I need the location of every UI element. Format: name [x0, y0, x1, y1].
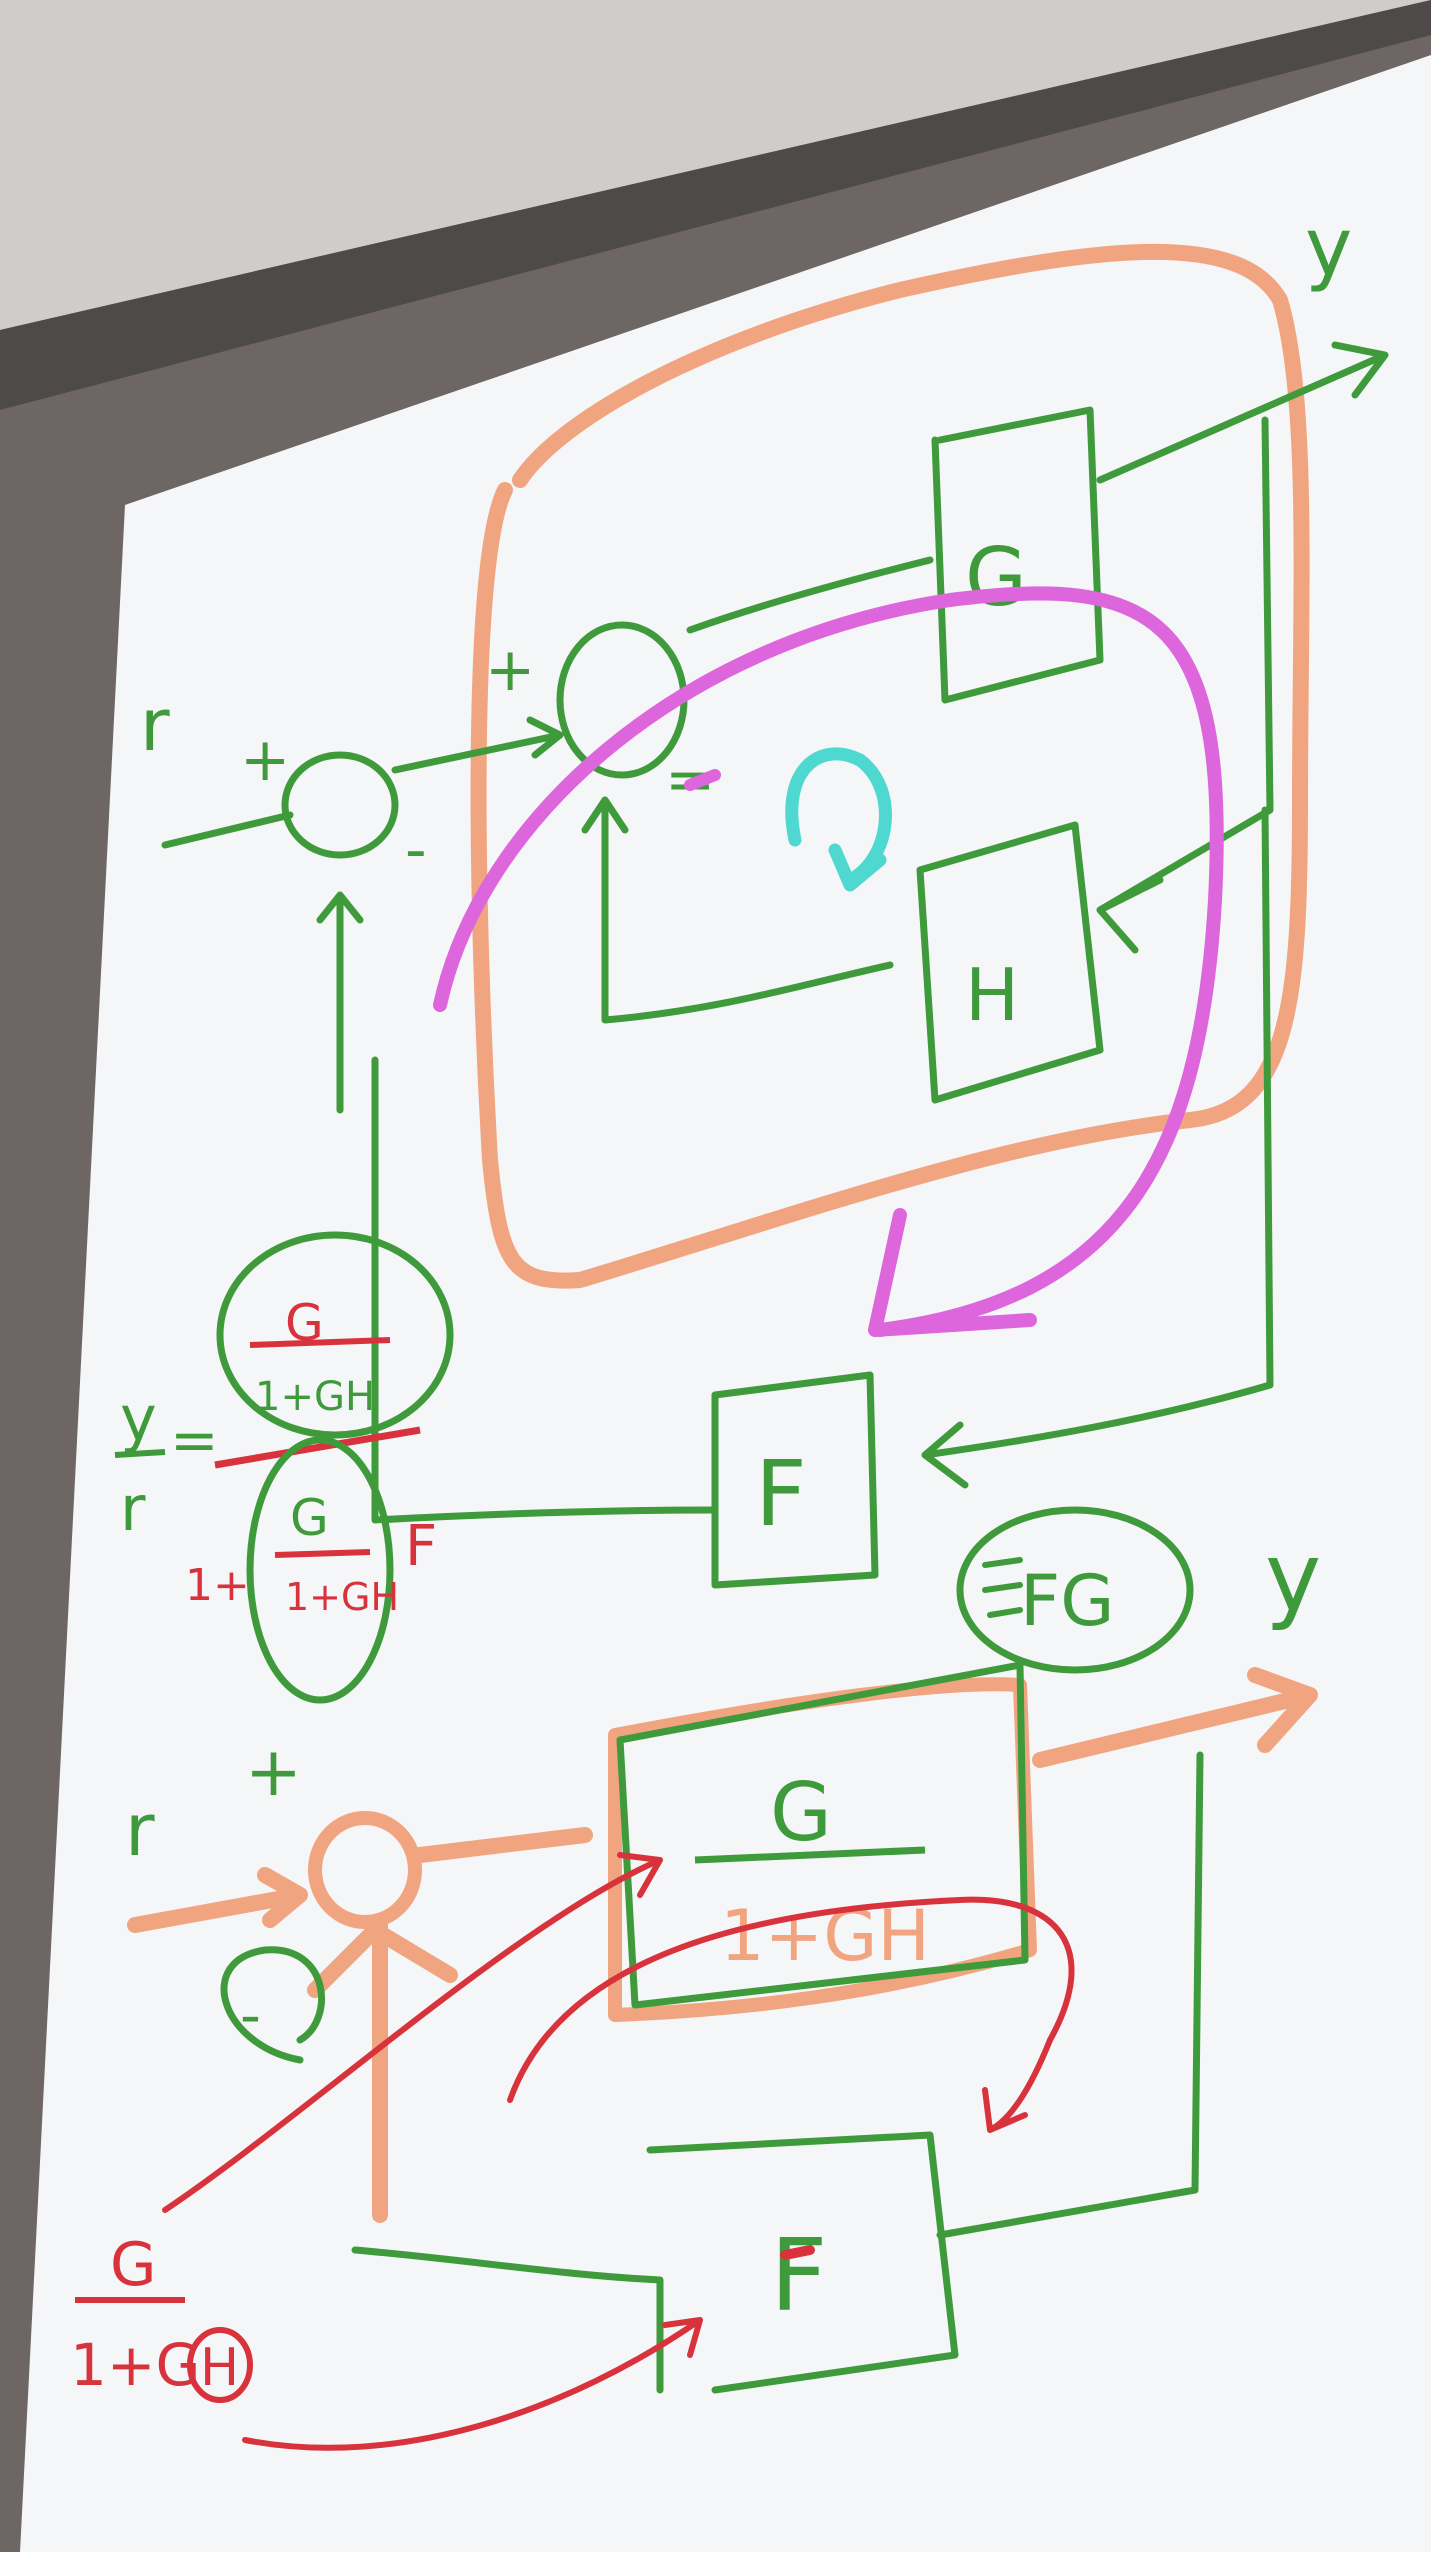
denominator-suffix-F: F: [405, 1514, 437, 1579]
numerator-ellipse: [216, 1231, 454, 1439]
bottom-block-F: [646, 2131, 959, 2394]
bottom-block-1GH: 1+GH: [720, 1895, 930, 1977]
bottom-input-arrow: [127, 1867, 308, 1933]
block-H: [916, 821, 1104, 1104]
top-diagram: r + - + = G y H F: [140, 201, 1389, 1589]
equation-lhs-bar: [114, 1449, 166, 1458]
plus-sign-2: +: [485, 635, 535, 705]
bottom-block-G: G: [770, 1766, 832, 1859]
moved-fraction-H-circle: [187, 2327, 253, 2403]
block-G: [931, 406, 1104, 704]
summing-junction-1: [281, 751, 399, 859]
bottom-F-input-line: [351, 2246, 664, 2394]
bottom-block-bar: [694, 1846, 926, 1864]
bottom-line-to-F: [936, 1751, 1204, 2239]
denominator-1GH: 1+GH: [285, 1575, 399, 1619]
denominator-G: G: [290, 1489, 329, 1547]
bottom-block-F-label: F: [770, 2217, 828, 2334]
screen-top-frame: [0, 0, 1431, 410]
equation-lhs-den: r: [120, 1472, 146, 1545]
red-arrow-to-block: [162, 1852, 663, 2213]
cyan-loop-arrow: [785, 747, 892, 892]
block-H-label: H: [965, 953, 1019, 1037]
numerator-inner-bar: [249, 1337, 391, 1348]
bottom-plus-sign: +: [245, 1733, 302, 1812]
denominator-prefix-1plus: 1+: [185, 1560, 250, 1611]
denominator-ellipse: [246, 1436, 394, 1704]
circled-FG-scribble: [982, 1557, 1023, 1618]
moved-fraction-G: G: [110, 2230, 157, 2300]
numerator-1GH: 1+GH: [255, 1374, 375, 1420]
orange-inner-loop-outline: [470, 243, 1310, 1289]
moved-fraction-H: H: [200, 2338, 239, 2398]
red-arrow-to-F: [242, 2317, 703, 2451]
minus-sign-1: -: [405, 815, 427, 885]
bottom-junction-to-block: [412, 1827, 593, 1863]
plus-sign-1: +: [240, 725, 290, 795]
equation-eq: =: [170, 1406, 219, 1474]
feedback-line-to-H: [1096, 416, 1274, 954]
feedback-line-to-F: [921, 806, 1274, 1489]
denominator-inner-bar: [274, 1549, 371, 1558]
bottom-circled-minus: [220, 1946, 325, 2064]
bottom-output-arrow: [1032, 1667, 1318, 1768]
line-to-G: [686, 556, 934, 634]
output-label-y: y: [1305, 201, 1352, 294]
bottom-output-label-y: y: [1265, 1523, 1321, 1633]
block-G-label: G: [965, 531, 1027, 624]
transfer-function-equation: y r = G 1+GH 1+ G 1+GH F FG: [114, 1231, 1194, 1704]
bottom-block: [616, 1661, 1029, 2009]
bottom-input-label-r: r: [125, 1788, 155, 1872]
moved-fraction-den: 1+G: [70, 2331, 200, 2399]
output-arrow: [1096, 341, 1389, 484]
bottom-orange-feedback: [307, 1917, 458, 2223]
feedback-F-to-junction-1: [316, 891, 719, 1524]
bottom-diagram: r + - G 1+GH y F G 1+G H: [70, 1523, 1321, 2451]
block-F-label: F: [755, 1442, 807, 1547]
equation-main-bar: [214, 1426, 421, 1469]
equation-lhs-num: y: [120, 1382, 157, 1455]
magenta-curve-arrow: [433, 586, 1224, 1337]
input-label-r: r: [140, 683, 170, 767]
bottom-summing-junction: [308, 1811, 422, 1929]
circled-FG-label: FG: [1020, 1560, 1115, 1642]
block-F: [711, 1371, 879, 1589]
bottom-minus-sign: -: [240, 1981, 261, 2049]
input-arrow: [161, 811, 294, 849]
feedback-H-to-junction-2: [581, 796, 894, 1024]
arrow-to-junction-2: [391, 716, 564, 774]
circled-FG: [956, 1506, 1194, 1674]
bottom-F-red-mark: [780, 2245, 815, 2260]
magenta-dash: [684, 769, 721, 791]
red-arrow-block-to-F: [507, 1896, 1075, 2133]
